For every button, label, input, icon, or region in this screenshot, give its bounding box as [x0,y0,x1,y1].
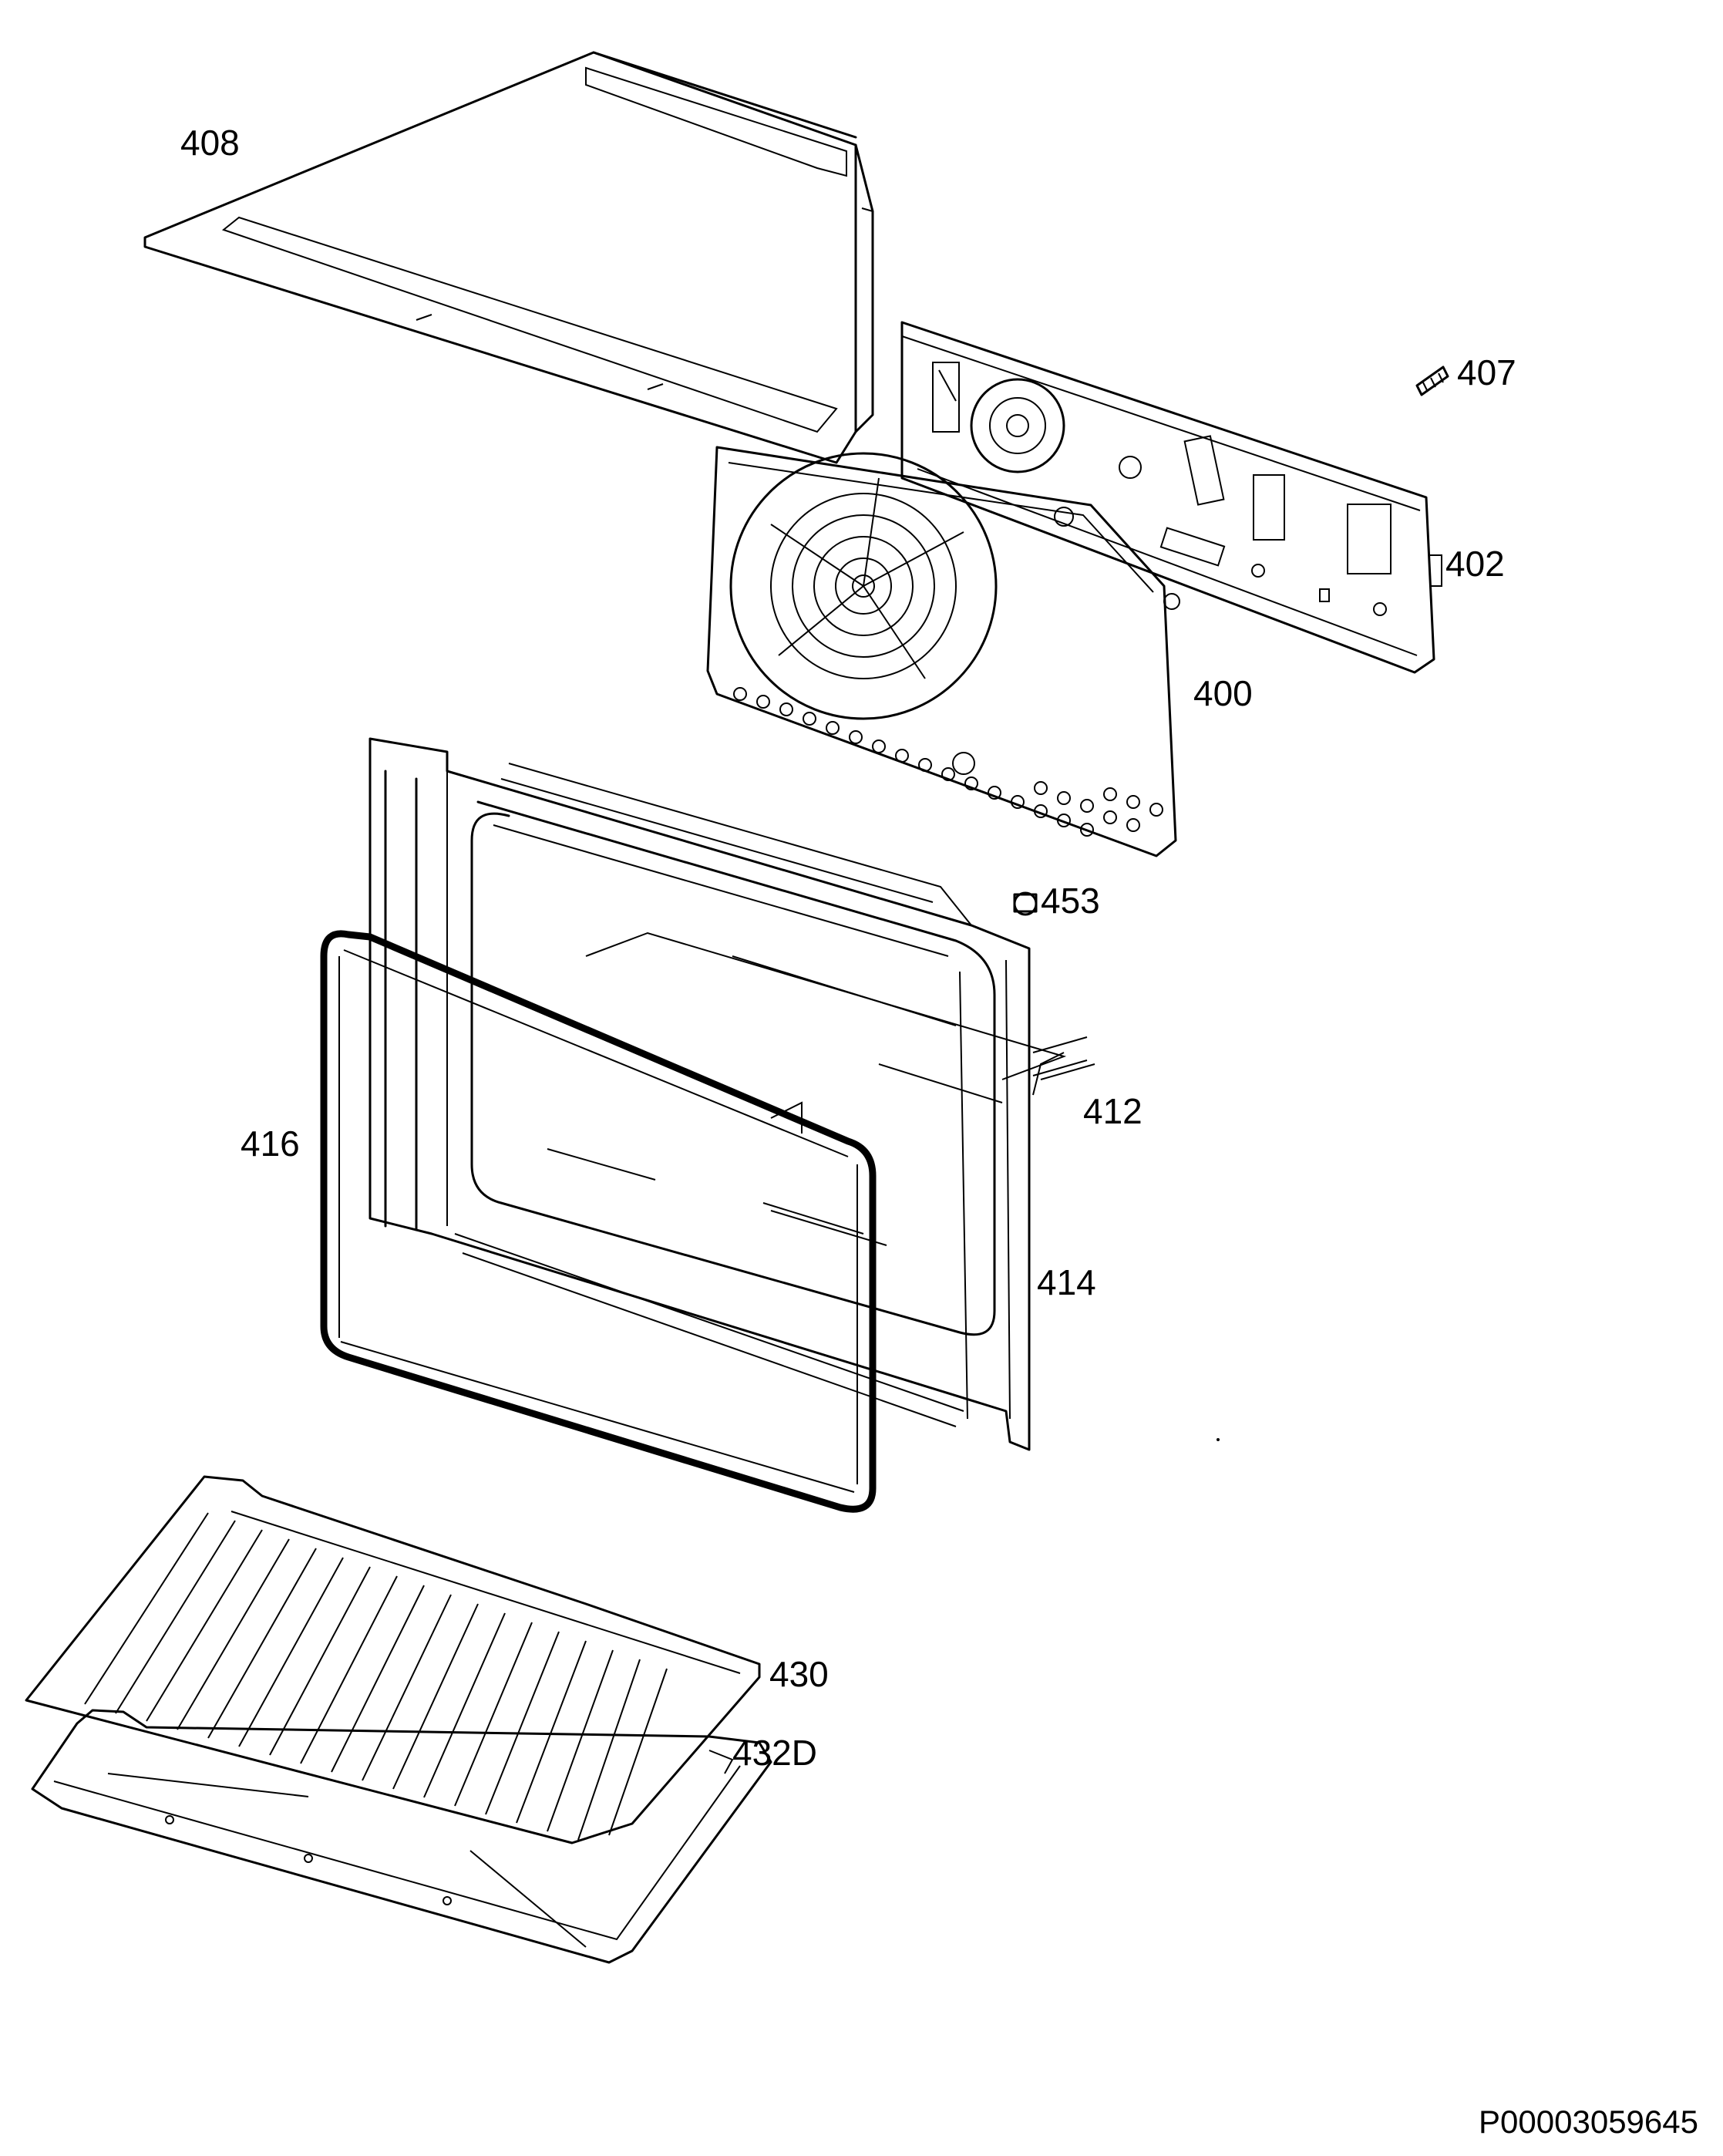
callout-453: 453 [1041,881,1100,921]
callout-414: 414 [1037,1262,1096,1302]
callout-407: 407 [1457,352,1516,392]
callout-400: 400 [1193,673,1253,713]
part-430-wire-shelf [25,1475,761,1844]
callout-412: 412 [1083,1091,1142,1131]
part-402-rear-panel [900,321,1442,674]
vent-holes [733,687,1163,837]
part-412-rails [1032,1036,1095,1080]
part-453-clip [1013,891,1038,916]
part-407-screw [1415,366,1449,396]
part-400-fan-cover [706,446,1180,857]
part-416-door-seal [320,930,877,1513]
part-408-top-cover [143,51,874,464]
callout-402: 402 [1445,544,1505,584]
part-432D-baking-tray [31,1709,772,1964]
stray-dot [1217,1438,1220,1441]
callout-430: 430 [769,1654,829,1694]
document-id: P00003059645 [1479,2104,1698,2140]
callout-408: 408 [180,123,240,163]
callout-416: 416 [241,1123,300,1164]
part-414-oven-cavity [368,737,1067,1451]
callout-432D: 432D [732,1733,817,1773]
